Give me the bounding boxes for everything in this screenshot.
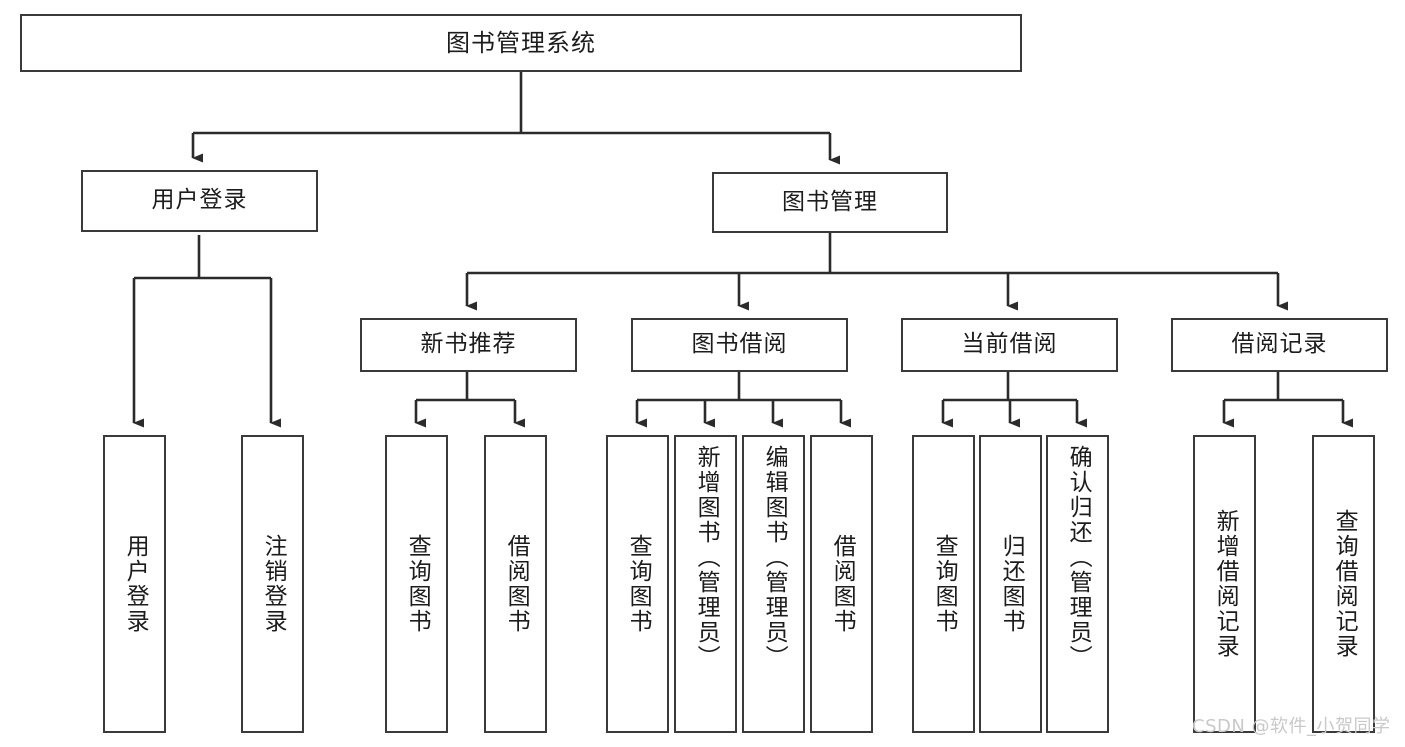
node-label: 借阅图书	[829, 534, 856, 634]
leaf-logout[interactable]: 注销登录	[241, 435, 304, 733]
node-label: 查询图书	[625, 534, 652, 634]
leaf-query-borrow-record[interactable]: 查询借阅记录	[1312, 435, 1375, 733]
node-root-system[interactable]: 图书管理系统	[20, 14, 1022, 72]
node-label: 图书借阅	[691, 331, 788, 358]
node-label: 查询图书	[404, 534, 431, 634]
leaf-user-login[interactable]: 用户登录	[103, 435, 166, 733]
node-book-borrow[interactable]: 图书借阅	[631, 318, 848, 372]
node-label: 查询图书	[931, 534, 958, 634]
node-label: 编辑图书（管理员）	[761, 445, 788, 670]
node-new-book-recommendation[interactable]: 新书推荐	[360, 318, 577, 372]
node-label: 注销登录	[260, 534, 287, 634]
node-book-management[interactable]: 图书管理	[712, 172, 948, 233]
node-label: 用户登录	[122, 534, 149, 634]
leaf-return-book[interactable]: 归还图书	[979, 435, 1042, 733]
node-label: 查询借阅记录	[1331, 509, 1358, 659]
node-label: 用户登录	[151, 187, 248, 214]
leaf-borrow-book[interactable]: 借阅图书	[810, 435, 873, 733]
node-label: 图书管理	[782, 188, 878, 215]
leaf-query-book-borrow[interactable]: 查询图书	[606, 435, 669, 733]
csdn-watermark: CSDN @软件_小贺同学	[1192, 716, 1391, 737]
leaf-add-book-admin[interactable]: 新增图书（管理员）	[674, 435, 737, 733]
node-label: 新书推荐	[420, 331, 517, 358]
node-label: 确认归还（管理员）	[1065, 445, 1092, 670]
node-label: 新增借阅记录	[1212, 509, 1239, 659]
node-user-login[interactable]: 用户登录	[81, 170, 318, 232]
leaf-edit-book-admin[interactable]: 编辑图书（管理员）	[742, 435, 805, 733]
node-label: 借阅图书	[503, 534, 530, 634]
node-current-borrow[interactable]: 当前借阅	[901, 318, 1118, 372]
node-label: 借阅记录	[1231, 331, 1328, 358]
node-label: 图书管理系统	[446, 28, 596, 57]
leaf-confirm-return-admin[interactable]: 确认归还（管理员）	[1046, 435, 1109, 733]
node-label: 当前借阅	[961, 331, 1058, 358]
node-label: 归还图书	[998, 534, 1025, 634]
node-borrow-record[interactable]: 借阅记录	[1171, 318, 1388, 372]
leaf-query-book-recommend[interactable]: 查询图书	[385, 435, 448, 733]
leaf-borrow-book-recommend[interactable]: 借阅图书	[484, 435, 547, 733]
node-label: 新增图书（管理员）	[693, 445, 720, 670]
leaf-add-borrow-record[interactable]: 新增借阅记录	[1193, 435, 1256, 733]
leaf-query-book-current[interactable]: 查询图书	[912, 435, 975, 733]
